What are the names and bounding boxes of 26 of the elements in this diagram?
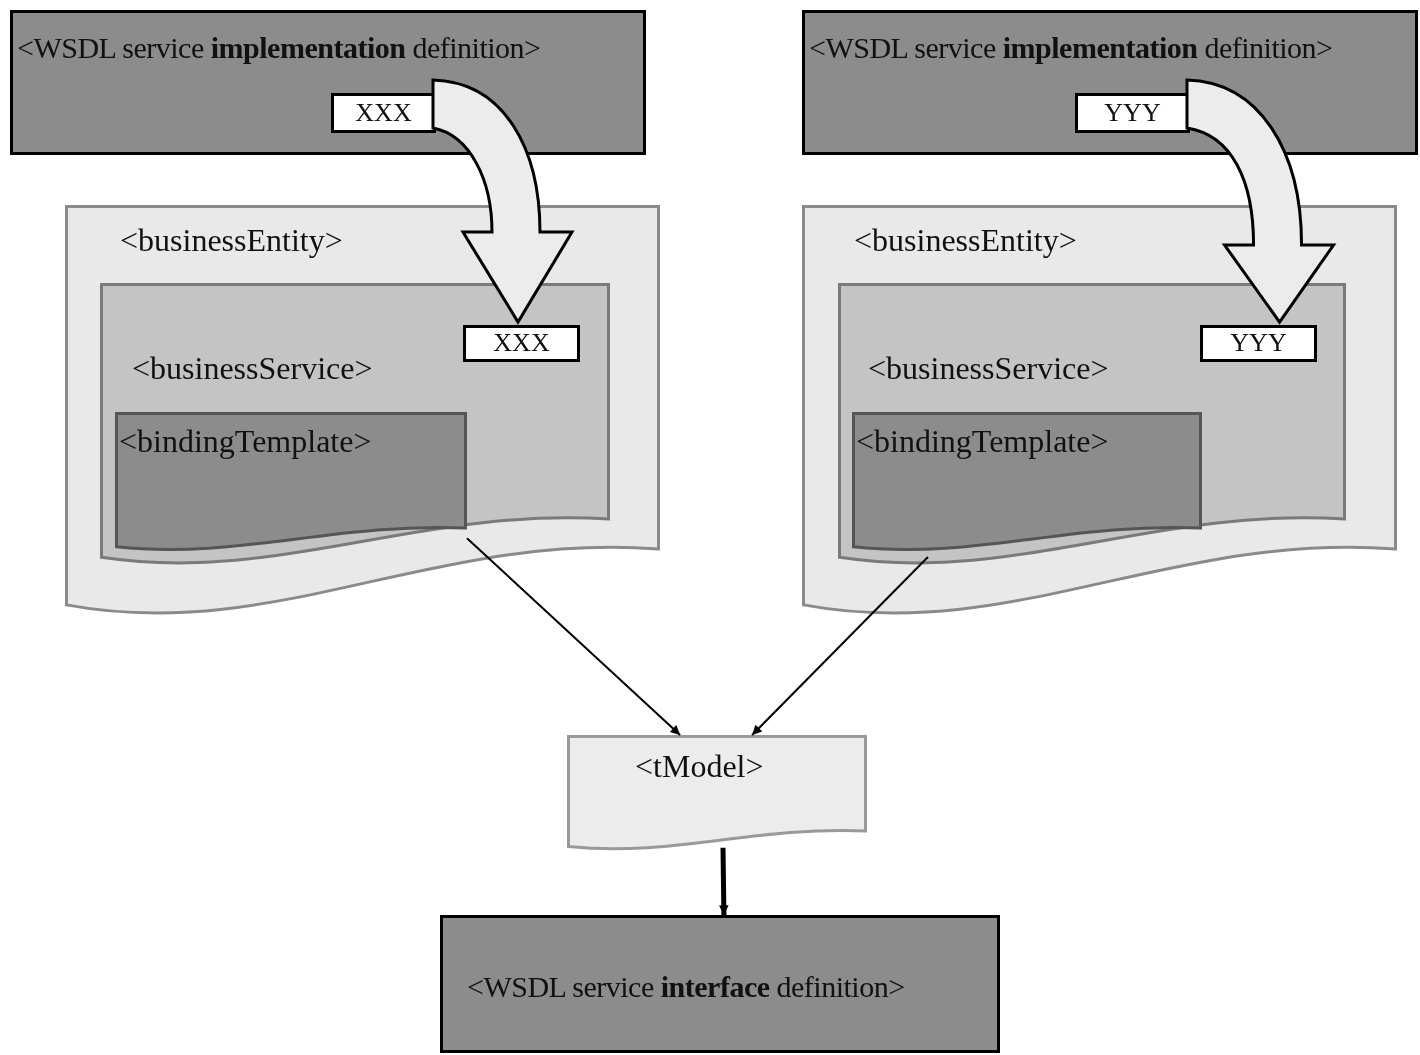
label-box bbox=[1200, 325, 1317, 362]
arrow bbox=[466, 537, 682, 736]
tag-text: <WSDL service implementation definition> bbox=[17, 31, 541, 64]
label-box bbox=[463, 325, 580, 362]
label-text: YYY bbox=[1104, 98, 1161, 128]
tag-text: <businessEntity> bbox=[854, 223, 1077, 259]
label-text: XXX bbox=[355, 98, 412, 128]
definition-box bbox=[10, 10, 646, 155]
label-box bbox=[1075, 93, 1190, 133]
tag-text: <WSDL service interface definition> bbox=[467, 970, 905, 1003]
block-arrow bbox=[1185, 78, 1336, 324]
label-box bbox=[331, 93, 436, 133]
label-text: YYY bbox=[1230, 329, 1287, 358]
definition-box bbox=[440, 915, 1000, 1053]
tag-text: <WSDL service implementation definition> bbox=[809, 31, 1333, 64]
tag-text: <bindingTemplate> bbox=[119, 424, 372, 460]
arrow bbox=[751, 556, 929, 736]
tag-text: <bindingTemplate> bbox=[856, 424, 1109, 460]
tag-text: <businessService> bbox=[132, 351, 373, 387]
arrow bbox=[719, 847, 729, 916]
tag-text: <businessEntity> bbox=[120, 223, 343, 259]
tag-text: <businessService> bbox=[868, 351, 1109, 387]
tag-text: <tModel> bbox=[635, 749, 764, 785]
block-arrow bbox=[431, 78, 574, 324]
definition-box bbox=[802, 10, 1418, 155]
label-text: XXX bbox=[493, 329, 550, 358]
